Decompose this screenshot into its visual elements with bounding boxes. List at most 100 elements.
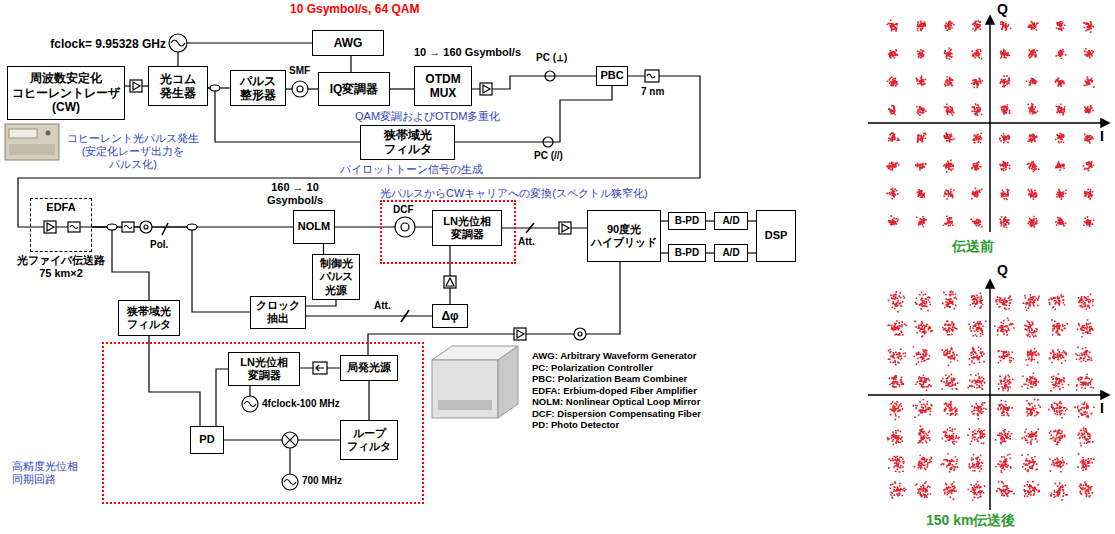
annotation-label: 伝送前 (952, 238, 994, 255)
optical-fiber-connector (323, 244, 324, 254)
box-label: NOLM (298, 220, 330, 233)
optical-fiber-connector (368, 381, 369, 420)
group-heading: 光パルスからCWキャリアへの変換(スペクトル狭窄化) (380, 187, 648, 200)
box-label: DSP (765, 229, 788, 242)
annotation-label: 10 → 160 Gsymbol/s (414, 46, 521, 59)
optical-fiber-connector (748, 252, 756, 253)
process-box: B-PD (668, 244, 706, 262)
process-box: 制御光 パルス 光源 (312, 254, 360, 300)
process-box: DSP (756, 210, 796, 262)
annotation-label: 4fclock-100 MHz (262, 398, 340, 410)
process-box: PD (190, 426, 224, 454)
optical-component (44, 34, 659, 490)
annotation-label: I (1100, 400, 1104, 417)
process-box: Δφ (432, 304, 468, 328)
process-box: 90度光 ハイブリッド (587, 210, 661, 262)
annotation-label: PD: Photo Detector (532, 419, 619, 430)
box-label: AWG (334, 36, 363, 50)
annotation-label: EDFA: Erbium-doped Fiber Amplifier (532, 385, 697, 396)
box-label: LN光位相 変調器 (232, 356, 296, 382)
annotation-label: Att. (518, 236, 535, 248)
annotation-label: PC (//) (534, 150, 563, 162)
annotation-label: PC (⊥) (536, 52, 567, 64)
optical-fiber-connector (306, 315, 432, 316)
box-label: 光コム 発生器 (152, 72, 204, 101)
process-box: ループ フィルタ (340, 420, 398, 460)
process-box: B-PD (668, 212, 706, 230)
process-box: 局発光源 (340, 355, 398, 381)
annotation-label: 10 Gsymbol/s, 64 QAM (290, 2, 419, 16)
optical-fiber-connector (149, 336, 200, 426)
annotation-label: パイロットトーン信号の生成 (340, 163, 483, 176)
annotation-label: DCF: Dispersion Compensating Fiber (532, 408, 701, 419)
box-label: 狭帯域光 フィルタ (364, 128, 451, 157)
annotation-label: PBC: Polarization Beam Combiner (532, 373, 687, 384)
box-label: パルス 整形器 (234, 74, 282, 103)
annotation-label: AWG: Arbitrary Waveform Generator (532, 350, 697, 361)
annotation-label: DCF (393, 204, 414, 216)
group-frame: EDFA光ファイバ伝送路 75 km×2 (30, 198, 92, 252)
box-label: PBC (600, 69, 623, 82)
box-label: B-PD (675, 247, 699, 259)
group-heading: 高精度光位相 同期回路 (12, 460, 100, 486)
box-label: PD (199, 433, 214, 446)
process-box: 狭帯域光 フィルタ (360, 125, 455, 160)
annotation-label: QAM変調およびOTDM多重化 (355, 110, 500, 123)
process-box: A/D (714, 212, 748, 230)
box-label: Δφ (441, 309, 458, 323)
optical-fiber-connector (706, 252, 714, 253)
process-box: LN光位相 変調器 (432, 210, 502, 246)
box-label: 局発光源 (347, 361, 391, 374)
optical-fiber-connector (748, 220, 756, 221)
annotation-label: PC: Polarization Controller (532, 362, 653, 373)
box-label: ループ フィルタ (344, 427, 394, 453)
optical-fiber-connector (390, 88, 414, 89)
box-label: 制御光 パルス 光源 (316, 257, 356, 297)
process-box: 光コム 発生器 (148, 66, 208, 106)
axis (868, 16, 1109, 510)
optical-fiber-connector (661, 220, 668, 221)
process-box: PBC (596, 66, 628, 86)
annotation-label: コヒーレント光パルス発生 (安定化レーザ出力を パルス化) (60, 132, 206, 172)
optical-fiber-connector (449, 246, 450, 304)
box-label: B-PD (675, 215, 699, 227)
optical-fiber-connector (661, 252, 668, 253)
annotation-label: NOLM: Nonlinear Optical Loop Mirror (532, 396, 700, 407)
process-box: IQ変調器 (318, 72, 390, 106)
box-label: 狭帯域光 フィルタ (122, 305, 176, 331)
process-box: LN光位相 変調器 (228, 352, 300, 386)
optical-fiber-connector (335, 226, 432, 227)
box-label: 90度光 ハイブリッド (591, 223, 657, 249)
box-label: クロック 抽出 (254, 299, 302, 325)
optical-fiber-connector (706, 220, 714, 221)
process-box: パルス 整形器 (230, 70, 286, 106)
annotation-label: 150 km伝送後 (926, 512, 1015, 529)
annotation-label: SMF (289, 65, 310, 77)
process-box: クロック 抽出 (250, 296, 306, 329)
group-frame: 高精度光位相 同期回路LN光位相 変調器局発光源PDループ フィルタ (102, 342, 424, 504)
optical-fiber-connector (216, 369, 228, 426)
box-label: IQ変調器 (330, 82, 379, 96)
optical-fiber-connector (350, 56, 351, 72)
process-box: 狭帯域光 フィルタ (118, 300, 180, 336)
annotation-label: Pol. (150, 239, 168, 251)
box-label: LN光位相 変調器 (436, 215, 498, 241)
box-label: 周波数安定化 コヒーレントレーザ (CW) (11, 71, 121, 114)
annotation-label: I (1100, 128, 1104, 145)
group-heading: EDFA (31, 201, 91, 214)
annotation-label: fclock= 9.95328 GHz (18, 37, 166, 51)
process-box: NOLM (293, 210, 335, 244)
annotation-label: Att. (374, 300, 391, 312)
process-box: AWG (312, 30, 384, 56)
device-photo (5, 124, 518, 418)
annotation-label: 7 nm (641, 86, 664, 98)
annotation-label: 160 → 10 Gsymbol/s (255, 181, 335, 207)
process-box: OTDM MUX (414, 66, 472, 106)
box-label: A/D (722, 215, 739, 227)
process-box: A/D (714, 244, 748, 262)
box-label: A/D (722, 247, 739, 259)
group-heading: 光ファイバ伝送路 75 km×2 (11, 254, 111, 280)
optical-fiber-connector (306, 300, 336, 306)
annotation-label: Q (997, 262, 1008, 279)
